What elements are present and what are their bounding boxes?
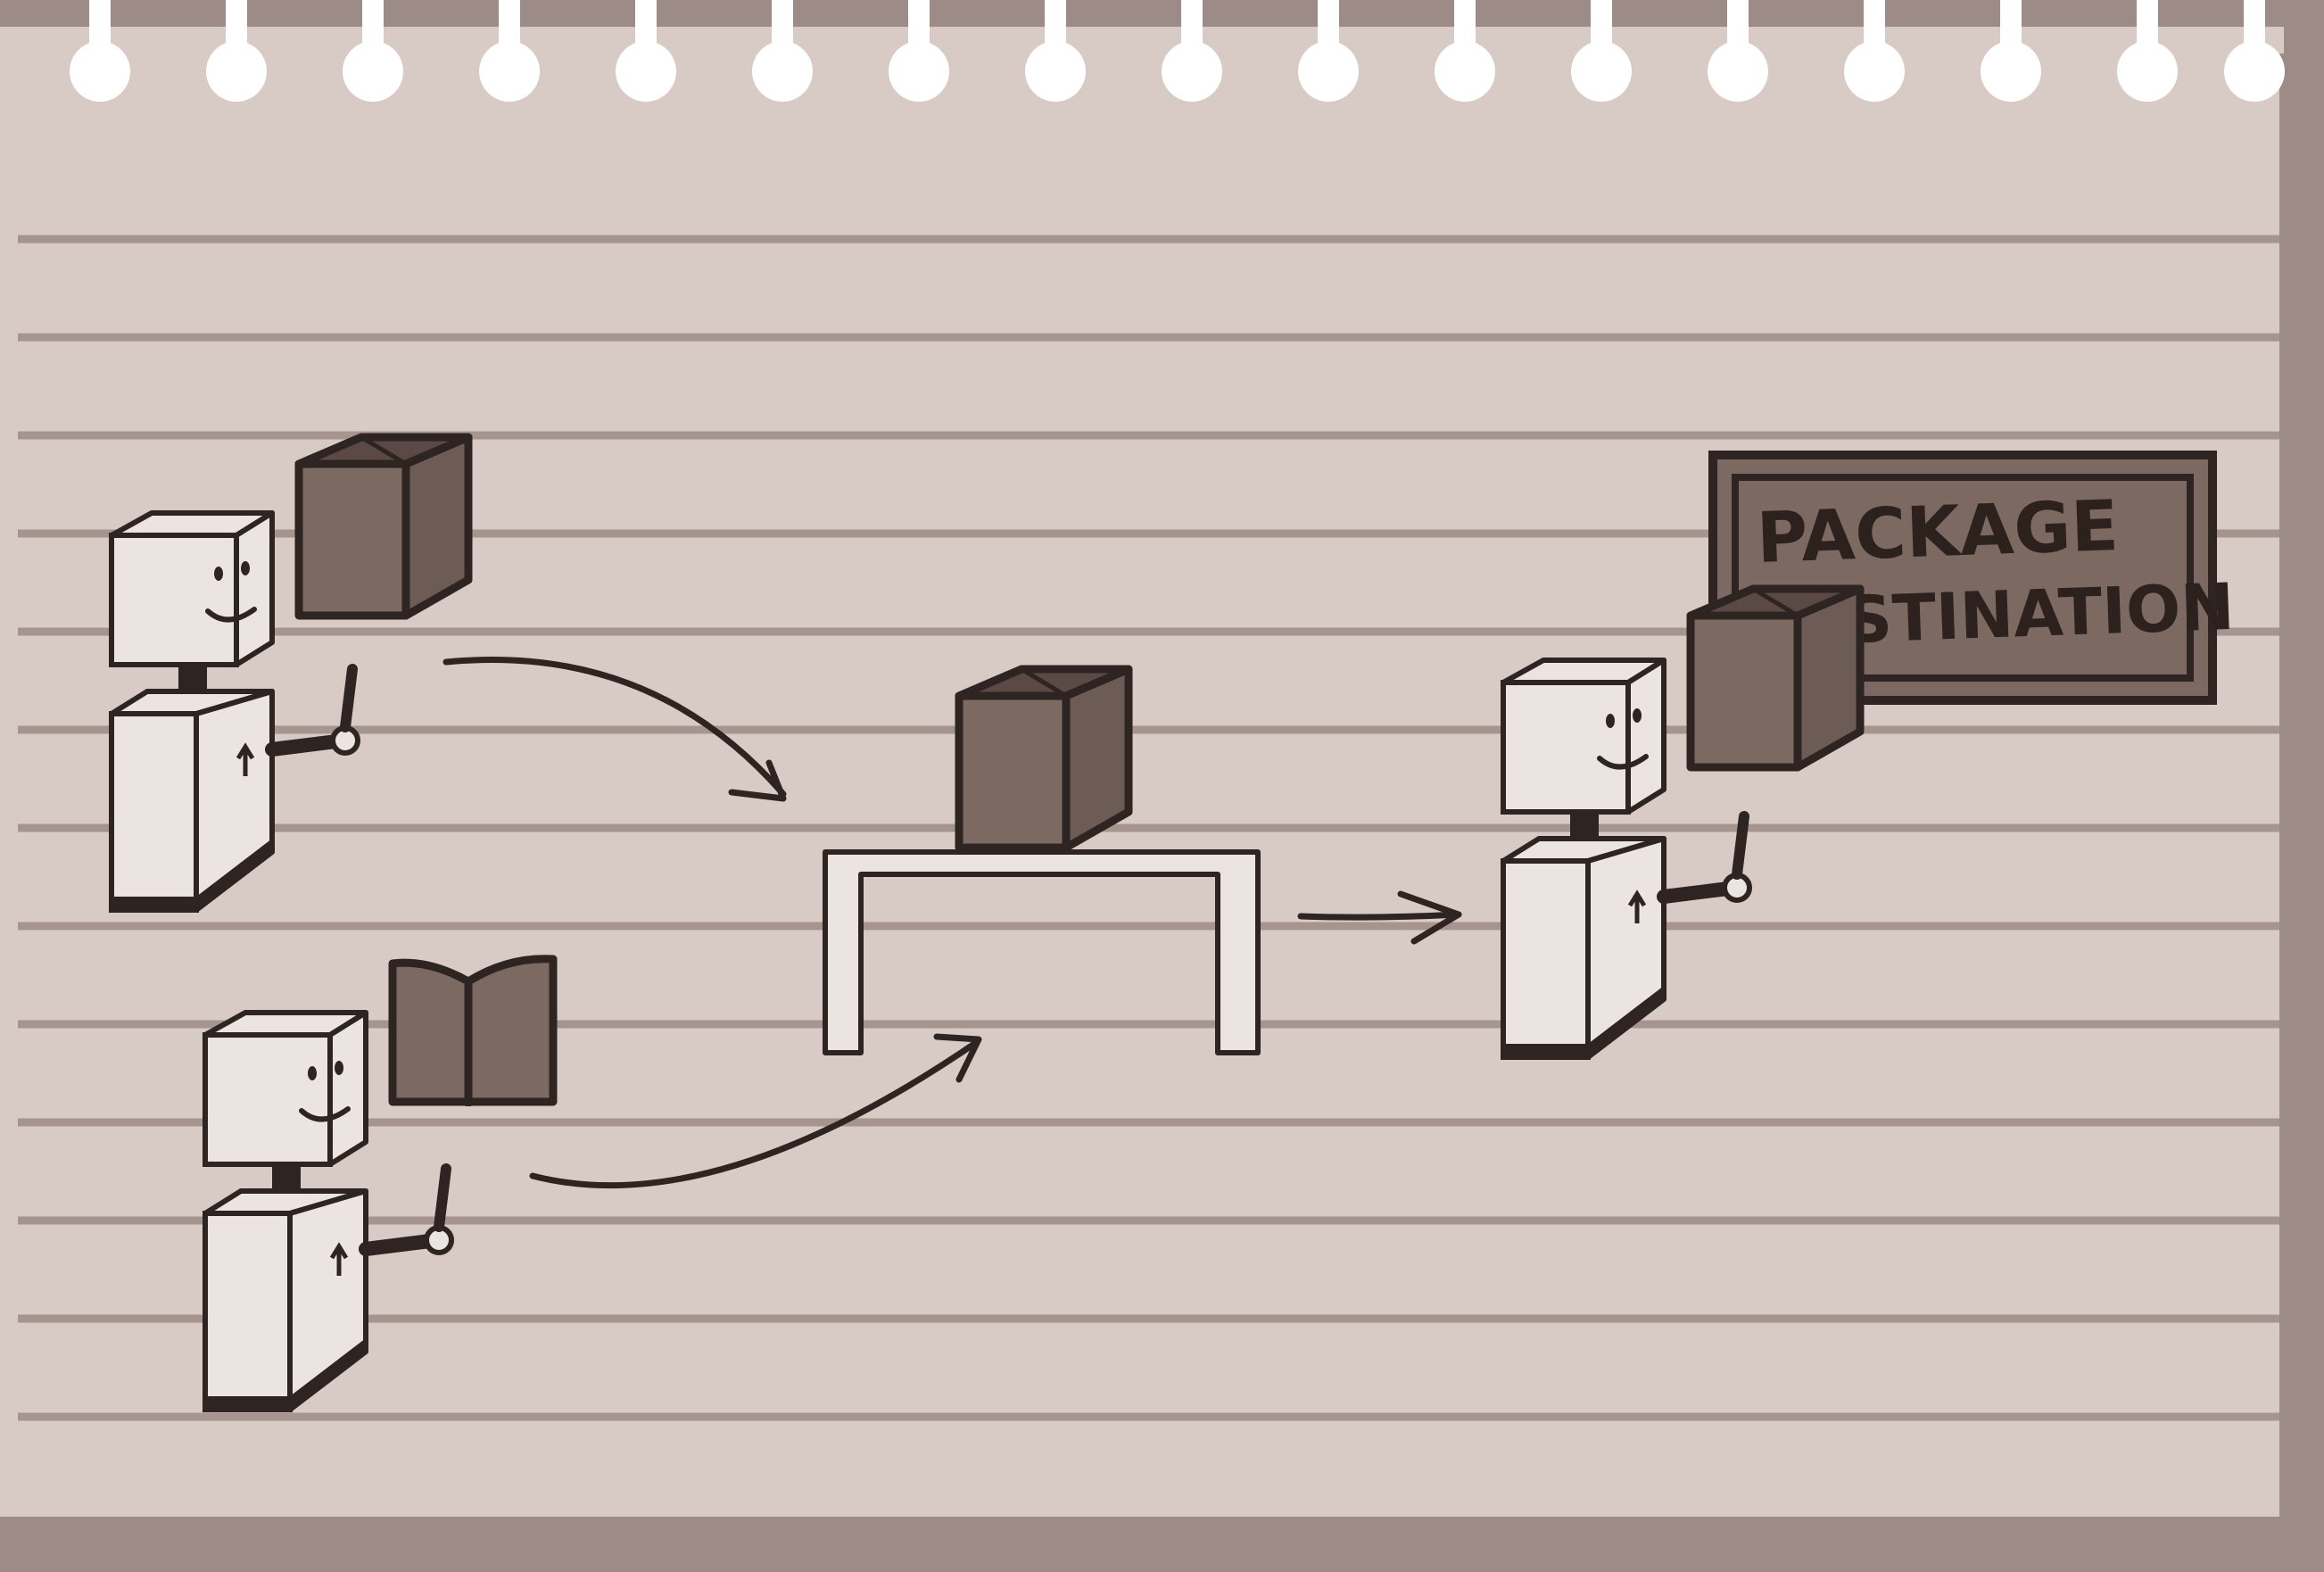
binding-hole bbox=[1708, 0, 1768, 102]
arrow-top-to-table bbox=[442, 657, 787, 802]
binding-hole bbox=[70, 0, 130, 102]
box-icon bbox=[1691, 589, 1860, 767]
binding-hole bbox=[1981, 0, 2041, 102]
arrow-table-to-robot bbox=[1297, 890, 1462, 945]
binding-hole bbox=[479, 0, 540, 102]
binding-hole bbox=[616, 0, 676, 102]
sign-line-2: STINATION bbox=[1845, 569, 2236, 658]
binding-hole bbox=[1162, 0, 1222, 102]
sign-line-1: PACKAGE bbox=[1756, 486, 2121, 579]
package-destination-sign: PACKAGE STINATION bbox=[1708, 451, 2236, 705]
arrow-bottom-to-table bbox=[529, 1033, 982, 1189]
flow-arrows bbox=[442, 657, 1462, 1189]
binding-hole bbox=[889, 0, 949, 102]
box-icon bbox=[959, 669, 1129, 848]
spiral-binding bbox=[0, 0, 2324, 102]
box-icon bbox=[299, 437, 468, 616]
binding-hole bbox=[206, 0, 267, 102]
binding-hole bbox=[1298, 0, 1359, 102]
table-icon bbox=[823, 849, 1261, 1055]
binding-hole bbox=[1844, 0, 1905, 102]
binding-hole bbox=[343, 0, 403, 102]
binding-hole bbox=[2117, 0, 2178, 102]
binding-hole bbox=[2224, 0, 2285, 102]
book-icon bbox=[388, 955, 558, 1106]
binding-hole bbox=[752, 0, 813, 102]
notebook-page bbox=[0, 18, 2324, 1572]
binding-hole bbox=[1571, 0, 1632, 102]
binding-hole bbox=[1025, 0, 1086, 102]
binding-hole bbox=[1435, 0, 1495, 102]
